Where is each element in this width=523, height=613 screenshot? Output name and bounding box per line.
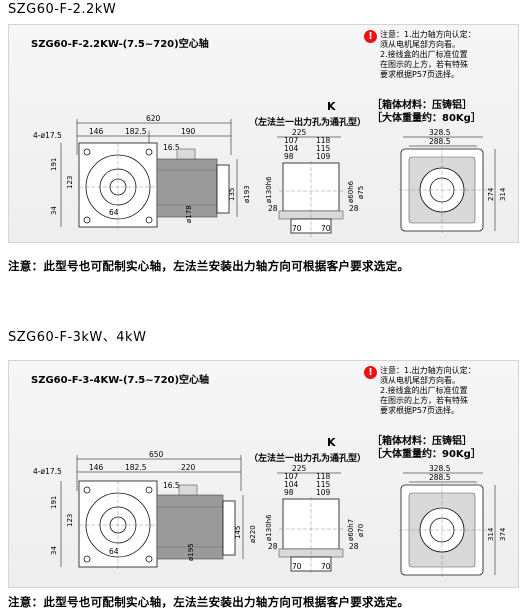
- view-k-subtitle-2: （左法兰一出力孔为通孔型）: [249, 454, 367, 464]
- panel-title-2: SZG60-F-3-4KW-(7.5~720)空心轴: [31, 375, 210, 386]
- section-heading-1: SZG60-F-2.2kW: [8, 2, 117, 17]
- dim-k-115: 115: [316, 144, 331, 153]
- dim-r-328-5: 328.5: [429, 128, 451, 137]
- dim-k-104: 104: [284, 480, 299, 489]
- dim-64: 64: [109, 208, 119, 217]
- dim-k-107: 107: [284, 136, 299, 145]
- technical-drawing-1: 620 4-ø17.5 146 182.5 190 191 123 34 64 …: [33, 114, 507, 237]
- dim-r-374: 374: [499, 527, 507, 541]
- note-text-1: 注意：1.出力轴方向认定： 须从电机尾部方向看。 2.接线盒的出厂标准位置 在图…: [380, 30, 476, 79]
- dim-k-28b: 28: [349, 542, 359, 551]
- dim-total-length: 620: [146, 114, 161, 123]
- technical-drawing-2: 650 4-ø17.5 146 182.5 220 191 123 34 64 …: [33, 450, 507, 577]
- dim-k-60: ø60h7: [347, 519, 355, 541]
- dim-k-225: 225: [292, 464, 307, 473]
- dim-k-104: 104: [284, 144, 299, 153]
- dim-190: 190: [181, 127, 196, 136]
- view-k-label-1: K: [327, 100, 336, 113]
- drawing-panel-2: SZG60-F-3-4KW-(7.5~720)空心轴 ! 注意：1.出力轴方向认…: [8, 360, 519, 588]
- dim-k-70a: 70: [292, 562, 302, 571]
- dim-holes: 4-ø17.5: [33, 131, 62, 140]
- dim-motor-dia: ø178: [185, 205, 193, 223]
- drawing-panel-1: SZG60-F-2.2KW-(7.5~720)空心轴 ! 注意：1.出力轴方向认…: [8, 24, 519, 243]
- dim-k-130: ø130h6: [265, 514, 273, 541]
- dim-k-130: ø130h6: [265, 176, 273, 203]
- dim-182-5: 182.5: [125, 127, 147, 136]
- dim-k-28b: 28: [349, 204, 359, 213]
- footnote-1: 注意：此型号也可配制实心轴，左法兰安装出力轴方向可根据客户要求选定。: [8, 259, 410, 273]
- dim-k-70b: 70: [321, 224, 331, 233]
- dim-total-length: 650: [149, 450, 164, 459]
- material-spec-1: ［箱体材料：压铸铝］: [372, 100, 472, 111]
- dim-r-314: 314: [487, 527, 495, 541]
- section-heading-2: SZG60-F-3kW、4kW: [8, 330, 147, 345]
- dim-64: 64: [109, 547, 119, 556]
- dim-191: 191: [50, 158, 58, 171]
- dim-220: 220: [181, 463, 196, 472]
- note-text-2: 注意：1.出力轴方向认定： 须从电机尾部方向看。 2.接线盒的出厂标准位置 在图…: [380, 366, 476, 415]
- dim-193: ø193: [243, 185, 251, 203]
- dim-r-314: 314: [499, 187, 507, 201]
- dim-16-5: 16.5: [163, 143, 180, 152]
- dim-k-28a: 28: [268, 204, 278, 213]
- dim-k-225: 225: [292, 128, 307, 137]
- dim-34: 34: [50, 546, 58, 555]
- panel-title-1: SZG60-F-2.2KW-(7.5~720)空心轴: [31, 39, 209, 50]
- dim-motor-dia: ø195: [187, 543, 195, 561]
- dim-220-dia: ø220: [249, 525, 257, 543]
- dim-135: 135: [228, 188, 236, 201]
- dim-k-118: 118: [316, 472, 331, 481]
- material-spec-2: ［箱体材料：压铸铝］: [372, 436, 472, 447]
- dim-k-70b: 70: [321, 562, 331, 571]
- dim-k-118: 118: [316, 136, 331, 145]
- dim-holes: 4-ø17.5: [33, 467, 62, 476]
- exclamation-icon: !: [364, 30, 377, 43]
- dim-16-5: 16.5: [163, 481, 180, 490]
- dim-191: 191: [50, 496, 58, 509]
- footnote-2: 注意：此型号也可配制实心轴，左法兰安装出力轴方向可根据客户要求选定。: [8, 595, 410, 609]
- dim-k-98: 98: [284, 152, 294, 161]
- dim-r-288-5: 288.5: [429, 473, 451, 482]
- dim-r-288-5: 288.5: [429, 137, 451, 146]
- dim-34: 34: [50, 206, 58, 215]
- view-k-subtitle-1: （左法兰一出力孔为通孔型）: [249, 118, 367, 128]
- dim-k-109: 109: [316, 488, 331, 497]
- weight-spec-2: ［大体重量约：90Kg］: [372, 449, 481, 460]
- weight-spec-1: ［大体重量约：80Kg］: [372, 113, 481, 124]
- view-k-label-2: K: [327, 436, 336, 449]
- dim-145: 145: [234, 526, 242, 539]
- dim-k-70a: 70: [292, 224, 302, 233]
- dim-123: 123: [66, 176, 74, 189]
- dim-146: 146: [89, 127, 104, 136]
- dim-k-60: ø60h6: [347, 180, 355, 203]
- dim-k-70: ø70: [357, 524, 365, 537]
- dim-k-115: 115: [316, 480, 331, 489]
- exclamation-icon: !: [364, 366, 377, 379]
- dim-r-274: 274: [487, 187, 495, 201]
- dim-k-98: 98: [284, 488, 294, 497]
- dim-r-328-5: 328.5: [429, 464, 451, 473]
- dim-k-28a: 28: [268, 542, 278, 551]
- dim-k-107: 107: [284, 472, 299, 481]
- dim-123: 123: [66, 514, 74, 527]
- dim-146: 146: [89, 463, 104, 472]
- dim-k-75: ø75: [357, 186, 365, 199]
- dim-182-5: 182.5: [125, 463, 147, 472]
- dim-k-109: 109: [316, 152, 331, 161]
